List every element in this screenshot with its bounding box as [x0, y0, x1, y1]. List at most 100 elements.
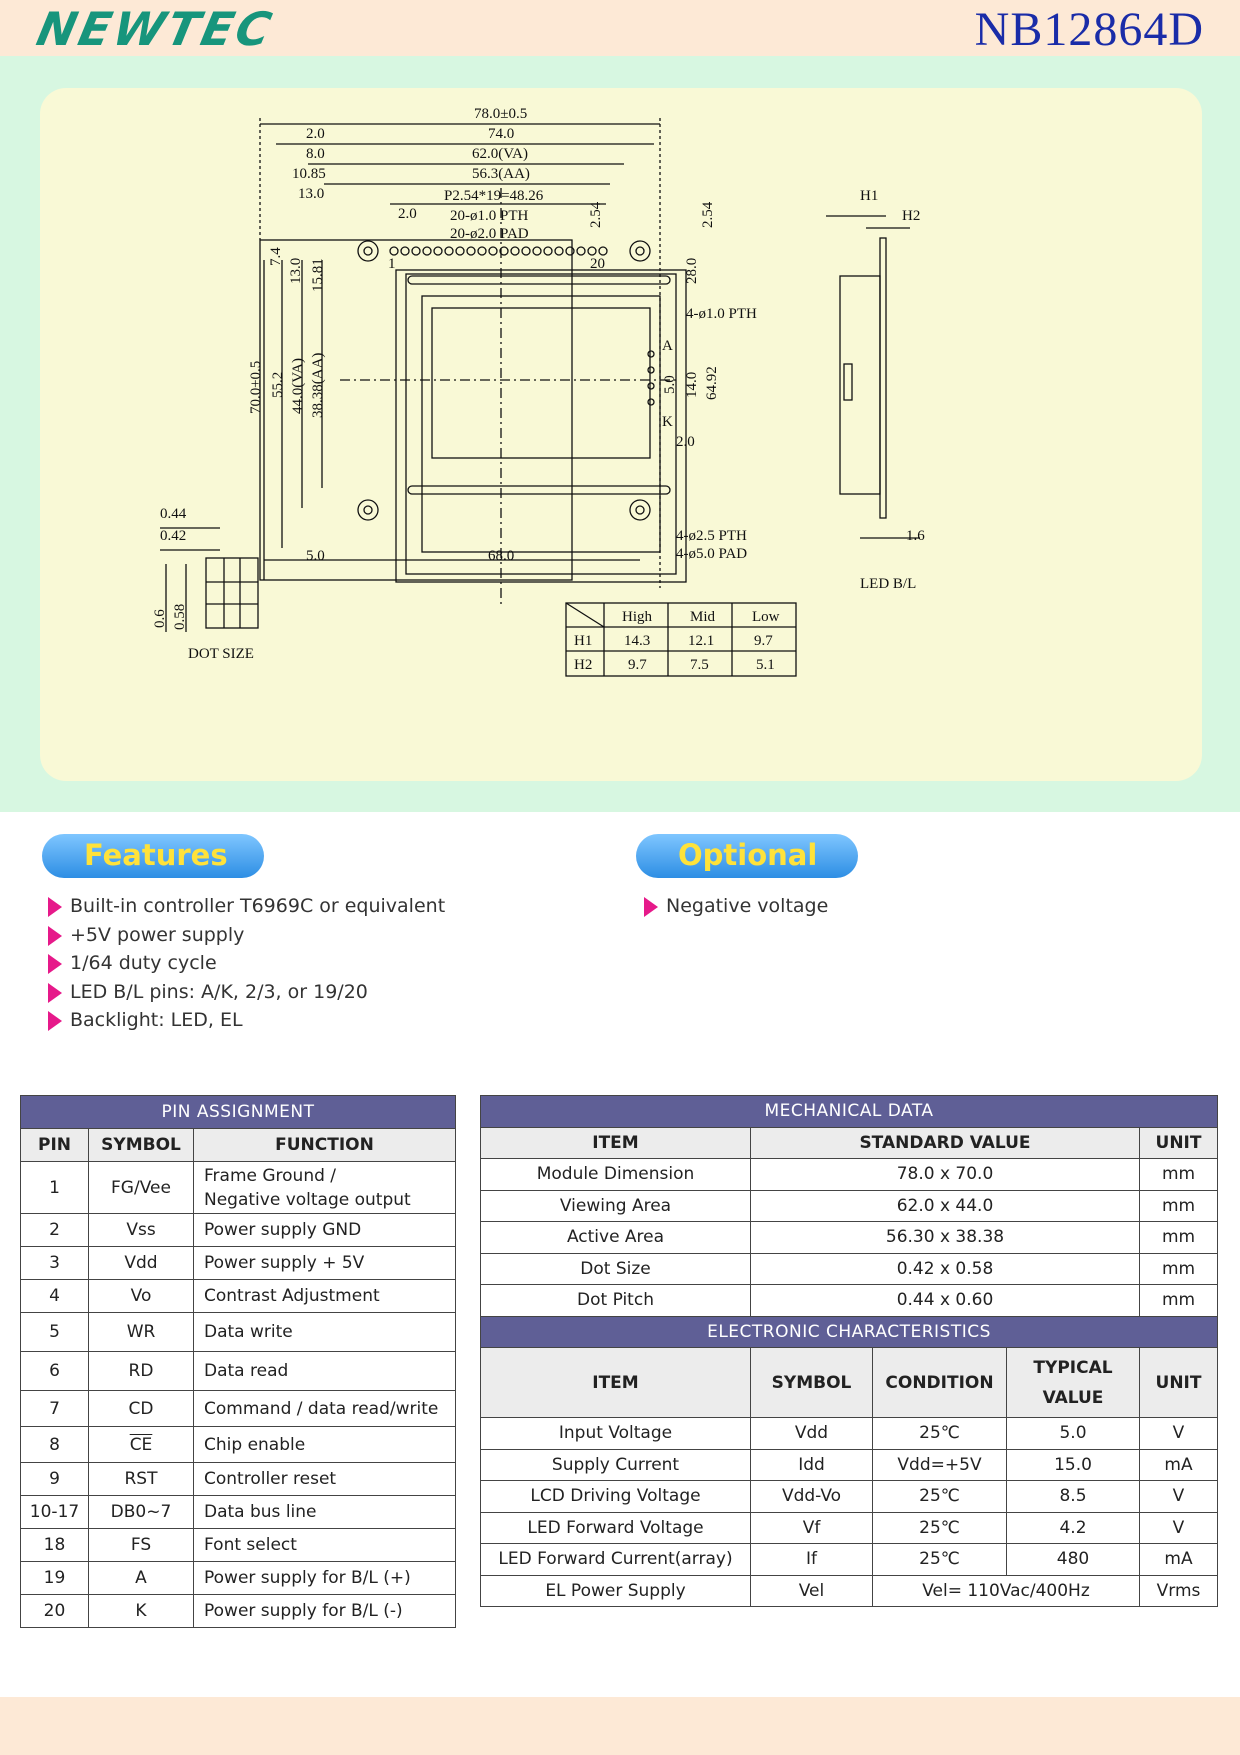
mech-header-item: ITEM [480, 1126, 751, 1159]
bullet-arrow-icon [48, 954, 62, 974]
dim-5: 5.0 [662, 375, 678, 394]
bullet-arrow-icon [644, 897, 658, 917]
pin1-label: 1 [388, 256, 396, 272]
pin-assignment-title: PIN ASSIGNMENT [20, 1095, 456, 1129]
bullet-arrow-icon [48, 925, 62, 946]
h-head-mid: Mid [690, 609, 716, 625]
h-row1-mid: 12.1 [688, 633, 714, 649]
dim-254a: 2.54 [588, 201, 604, 228]
mechanical-title: MECHANICAL DATA [480, 1095, 1218, 1128]
dim-1581: 15.81 [310, 258, 326, 292]
mount-hole-br [629, 499, 651, 521]
bullet-arrow-icon [48, 897, 62, 917]
list-item: 1/64 duty cycle [46, 949, 445, 978]
dot-dim-044: 0.44 [160, 506, 187, 522]
h-row1-low: 9.7 [754, 633, 773, 649]
dim-14: 14.0 [684, 372, 700, 398]
dim-5b: 5.0 [306, 548, 325, 564]
dim-44va: 44.0(VA) [290, 358, 306, 414]
viewing-area [421, 295, 661, 553]
features-list: Built-in controller T6969C or equivalent… [46, 892, 445, 1035]
h-head-low: Low [752, 609, 780, 625]
mechanical-electronic-table: MECHANICAL DATA ITEM STANDARD VALUE UNIT… [480, 1095, 1218, 1607]
dim-pitch-small: 2.0 [398, 206, 417, 222]
mech-header-unit: UNIT [1139, 1126, 1218, 1159]
list-item: LED B/L pins: A/K, 2/3, or 19/20 [46, 978, 445, 1007]
h-row1-label: H1 [574, 633, 592, 649]
list-item: Backlight: LED, EL [46, 1006, 445, 1035]
elec-header-symbol: SYMBOL [750, 1347, 873, 1418]
anode-label: A [662, 338, 673, 354]
dim-74: 74.0 [488, 126, 514, 142]
side-view-body [839, 275, 881, 495]
dot-size-label: DOT SIZE [188, 646, 254, 662]
col-header-pin: PIN [20, 1128, 89, 1162]
dim-pitch: P2.54*19=48.26 [444, 188, 544, 204]
col-header-symbol: SYMBOL [88, 1128, 194, 1162]
side-16: 1.6 [906, 528, 925, 544]
elec-header-condition: CONDITION [872, 1347, 1007, 1418]
h-row2-label: H2 [574, 657, 592, 673]
led-pins [647, 350, 655, 406]
bullet-arrow-icon [48, 1011, 62, 1031]
dim-62va: 62.0(VA) [472, 146, 528, 162]
h-row2-low: 5.1 [756, 657, 775, 673]
mount-pth-label: 4-ø2.5 PTH [676, 528, 747, 544]
footer-bar [0, 1697, 1240, 1755]
optional-heading: Optional [636, 834, 858, 878]
electronic-title: ELECTRONIC CHARACTERISTICS [480, 1315, 1218, 1348]
dim-13: 13.0 [298, 186, 324, 202]
dim-6492: 64.92 [704, 366, 720, 400]
dim-78: 78.0±0.5 [474, 106, 527, 122]
header-bar: NEWTEC NB12864D [0, 0, 1240, 56]
pth-label: 20-ø1.0 PTH [450, 208, 529, 224]
pcb-outline [259, 239, 573, 581]
dim-70: 70.0±0.5 [248, 361, 264, 414]
col-header-function: FUNCTION [193, 1128, 456, 1162]
pin-row [389, 246, 608, 256]
dim-13v: 13.0 [288, 258, 304, 284]
list-item: Negative voltage [642, 892, 828, 921]
brand-logo: NEWTEC [32, 2, 279, 56]
mechanical-drawing-panel: 78.0±0.5 74.0 62.0(VA) 56.3(AA) P2.54*19… [40, 88, 1202, 781]
dim-254b: 2.54 [700, 201, 716, 228]
h-table-grid [565, 602, 797, 677]
dot-size-grid [160, 527, 259, 632]
pth4-label: 4-ø1.0 PTH [686, 306, 757, 322]
table-row: 1 FG/Vee Frame Ground /Negative voltage … [20, 1161, 456, 1214]
dot-dim-06: 0.6 [152, 609, 168, 628]
list-item: +5V power supply [46, 921, 445, 950]
bottom-strip [407, 485, 671, 495]
h-row2-high: 9.7 [628, 657, 647, 673]
dim-1085: 10.85 [292, 166, 326, 182]
dim-563aa: 56.3(AA) [472, 166, 530, 182]
mount-hole-tr [629, 240, 651, 262]
dim-552: 55.2 [270, 372, 286, 398]
list-item: Built-in controller T6969C or equivalent [46, 892, 445, 921]
h-head-high: High [622, 609, 653, 625]
mount-hole-bl [357, 499, 379, 521]
dim-2: 2.0 [306, 126, 325, 142]
pin-assignment-table: PIN ASSIGNMENT PIN SYMBOL FUNCTION 1 FG/… [20, 1095, 456, 1628]
pin20-label: 20 [590, 256, 605, 272]
dim-68: 68.0 [488, 548, 514, 564]
bullet-arrow-icon [48, 982, 62, 1003]
dim-28: 28.0 [684, 258, 700, 284]
optional-list: Negative voltage [642, 892, 828, 921]
